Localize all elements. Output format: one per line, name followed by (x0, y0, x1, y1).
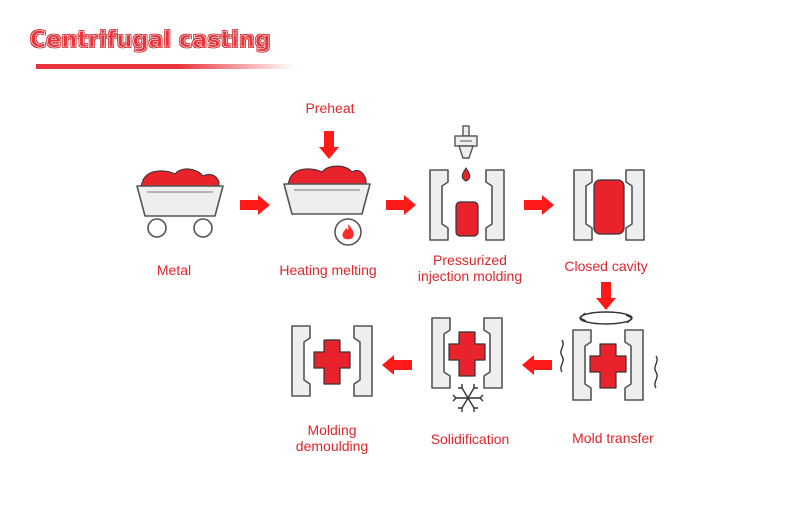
snowflake-icon (452, 384, 484, 412)
label-metal: Metal (156, 262, 192, 278)
arrow-down-icon (596, 282, 616, 310)
title-block: Centrifugal casting (30, 28, 271, 54)
mold-icon (431, 317, 503, 389)
injector-icon (454, 125, 478, 182)
label-heating-melting: Heating melting (279, 262, 377, 278)
mold-icon (573, 169, 645, 241)
mold-icon (572, 329, 644, 401)
label-mold-transfer: Mold transfer (572, 430, 654, 446)
label-closed-cavity: Closed cavity (564, 258, 648, 274)
arrow-left-icon (522, 355, 552, 375)
label-molding-line2: demoulding (295, 438, 369, 454)
label-molding-line1: Molding (307, 422, 357, 438)
page-title: Centrifugal casting (30, 28, 271, 54)
label-preheat: Preheat (305, 100, 355, 116)
arrow-right-icon (386, 195, 416, 215)
vibration-icon (654, 355, 658, 389)
label-pressurized-line2: injection molding (417, 268, 523, 284)
arrow-right-icon (240, 195, 270, 215)
heating-cart-icon (283, 165, 371, 215)
vibration-icon (560, 339, 564, 373)
arrow-left-icon (382, 355, 412, 375)
title-underline (36, 64, 294, 69)
mold-icon (429, 169, 505, 241)
mold-icon (291, 325, 373, 397)
cart-icon (136, 168, 224, 238)
label-pressurized-line1: Pressurized (433, 252, 507, 268)
flame-icon (334, 218, 362, 246)
arrow-right-icon (524, 195, 554, 215)
rotation-icon (579, 311, 633, 325)
arrow-down-icon (319, 131, 339, 159)
label-solidification: Solidification (430, 431, 510, 447)
